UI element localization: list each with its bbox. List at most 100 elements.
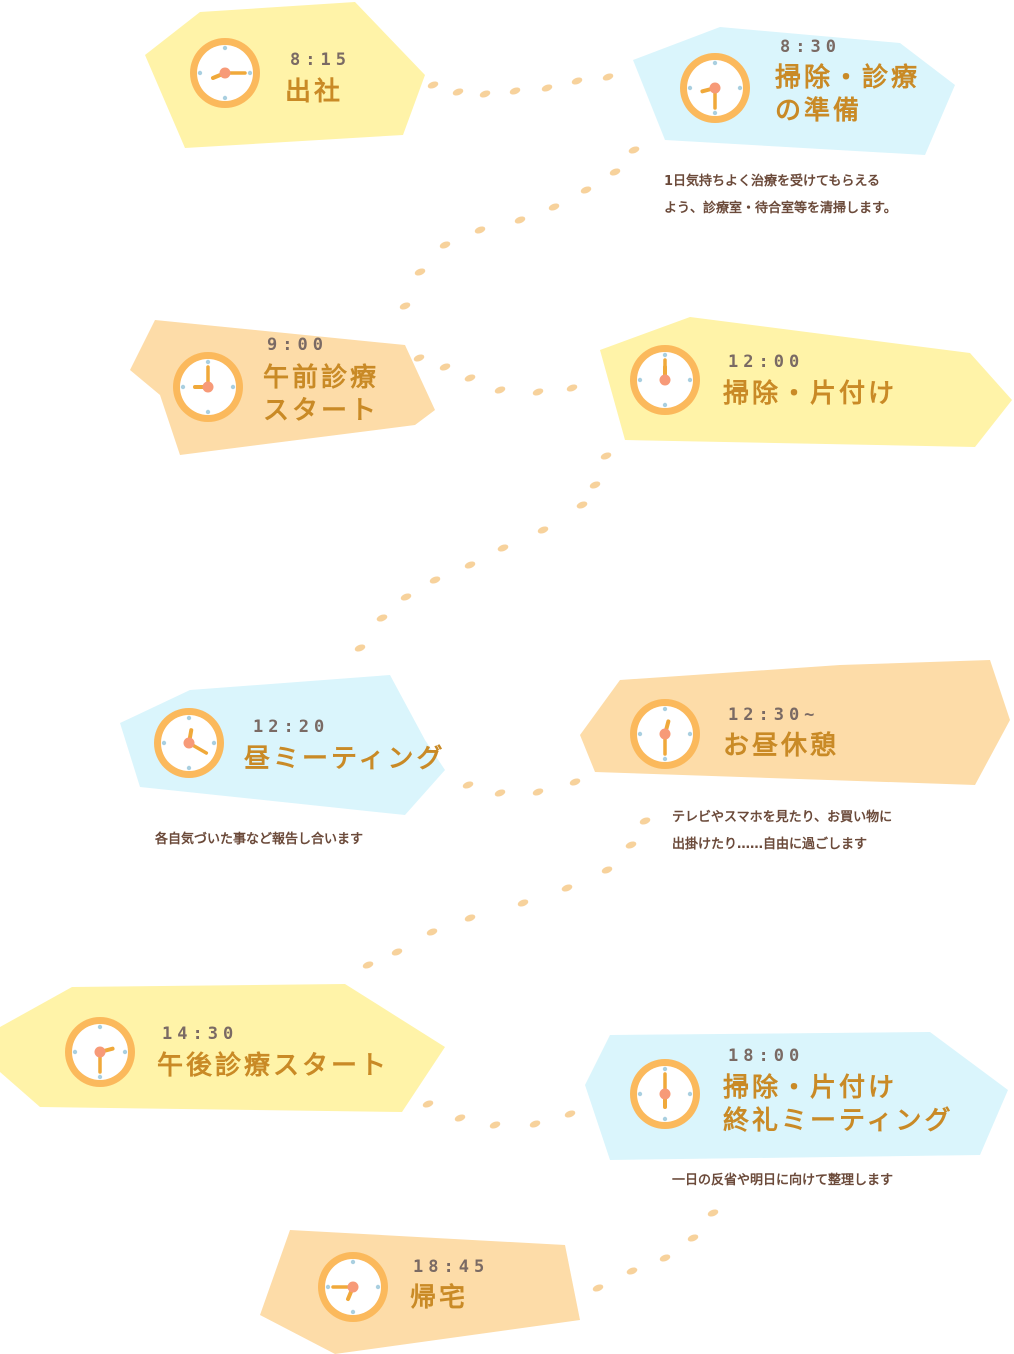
clock-tick <box>197 70 203 76</box>
card-shape <box>145 2 425 148</box>
path-dot <box>589 481 601 489</box>
schedule-item-1800: 18:00 掃除・片付け 終礼ミーティング <box>580 1030 1010 1165</box>
clock-tick <box>662 706 668 712</box>
path-dot <box>532 388 544 396</box>
clock-center <box>183 737 195 749</box>
clock-center <box>219 67 231 79</box>
clock-tick <box>230 384 236 390</box>
path-dot <box>509 87 521 95</box>
title-line: 掃除・診療 <box>775 63 921 93</box>
path-dot <box>422 1100 434 1108</box>
title-label: 昼ミーティング <box>244 744 446 774</box>
path-dot <box>707 1209 719 1217</box>
description-line: 1日気持ちよく治療を受けてもらえる <box>664 174 881 189</box>
path-dot <box>429 576 441 584</box>
clock-center <box>94 1046 106 1058</box>
clock-tick <box>72 1049 78 1055</box>
clock-center <box>202 381 214 393</box>
path-dot <box>687 1234 699 1242</box>
clock-center <box>659 374 671 386</box>
card-background <box>585 1032 1008 1160</box>
schedule-item-0815: 8:15 出社 <box>145 0 425 150</box>
path-dot <box>602 73 614 81</box>
clock-icon <box>313 1247 393 1327</box>
path-dot <box>541 84 553 92</box>
clock-tick <box>222 45 228 51</box>
title-label: 掃除・診療 の準備 <box>775 62 920 128</box>
path-dot <box>439 363 451 371</box>
path-dot <box>601 866 613 874</box>
clock-tick <box>687 731 693 737</box>
title-label: 午前診療 スタート <box>263 362 379 428</box>
path-dot <box>561 884 573 892</box>
clock-center <box>659 1088 671 1100</box>
path-dot <box>439 241 451 249</box>
clock-tick <box>662 402 668 408</box>
path-dot <box>600 452 612 460</box>
schedule-item-0900: 9:00 午前診療 スタート <box>130 315 440 455</box>
time-label: 8:15 <box>290 50 351 70</box>
clock-tick <box>662 1066 668 1072</box>
title-label: 掃除・片付け 終礼ミーティング <box>723 1072 953 1138</box>
description-line: 出掛けたり……自由に過ごします <box>672 837 868 852</box>
clock-tick <box>662 1116 668 1122</box>
path-dot <box>517 899 529 907</box>
path-dot <box>452 88 464 96</box>
schedule-item-1845: 18:45 帰宅 <box>250 1215 590 1354</box>
clock-center <box>709 82 721 94</box>
description: テレビやスマホを見たり、お買い物に 出掛けたり……自由に過ごします <box>672 804 892 858</box>
path-dot <box>529 1120 541 1128</box>
clock-tick <box>222 95 228 101</box>
path-dot <box>514 216 526 224</box>
clock-tick <box>247 70 253 76</box>
path-dot <box>391 948 403 956</box>
clock-tick <box>205 359 211 365</box>
clock-icon <box>168 347 248 427</box>
description-line: よう、診療室・待合室等を清掃します。 <box>664 201 897 216</box>
time-label: 12:30~ <box>728 705 820 725</box>
path-dot <box>454 1114 466 1122</box>
path-dot <box>400 593 412 601</box>
path-dot <box>474 226 486 234</box>
path-dot <box>414 268 426 276</box>
path-dot <box>399 302 411 310</box>
time-label: 12:20 <box>253 717 330 737</box>
schedule-item-0830: 8:30 掃除・診療 の準備 <box>625 15 960 155</box>
title-label: 出社 <box>285 77 344 107</box>
description-line: 一日の反省や明日に向けて整理します <box>672 1173 894 1188</box>
clock-tick <box>662 756 668 762</box>
time-label: 18:00 <box>728 1046 805 1066</box>
clock-center <box>659 728 671 740</box>
card-background <box>120 675 445 815</box>
path-dot <box>576 501 588 509</box>
path-dot <box>479 90 491 98</box>
path-dot <box>609 168 621 176</box>
path-dot <box>537 526 549 534</box>
card-shape <box>600 317 1012 447</box>
path-dot <box>494 386 506 394</box>
title-line: 午前診療 <box>263 363 380 393</box>
clock-tick <box>97 1074 103 1080</box>
clock-tick <box>662 352 668 358</box>
clock-tick <box>161 740 167 746</box>
path-dot <box>494 789 506 797</box>
description: 一日の反省や明日に向けて整理します <box>672 1167 893 1194</box>
path-dot <box>659 1254 671 1262</box>
clock-tick <box>687 85 693 91</box>
path-dot <box>354 644 366 652</box>
clock-tick <box>205 409 211 415</box>
description-line: 各自気づいた事など報告し合います <box>155 832 364 847</box>
time-label: 8:30 <box>780 37 841 57</box>
clock-icon <box>625 1054 705 1134</box>
card-background <box>600 317 1012 447</box>
clock-icon <box>625 340 705 420</box>
path-dot <box>462 781 474 789</box>
title-line: スタート <box>263 396 380 426</box>
path-dot <box>592 1284 604 1292</box>
path-dot <box>464 561 476 569</box>
path-dot <box>566 384 578 392</box>
clock-tick <box>737 85 743 91</box>
path-dot <box>564 1110 576 1118</box>
title-label: 帰宅 <box>410 1283 469 1313</box>
